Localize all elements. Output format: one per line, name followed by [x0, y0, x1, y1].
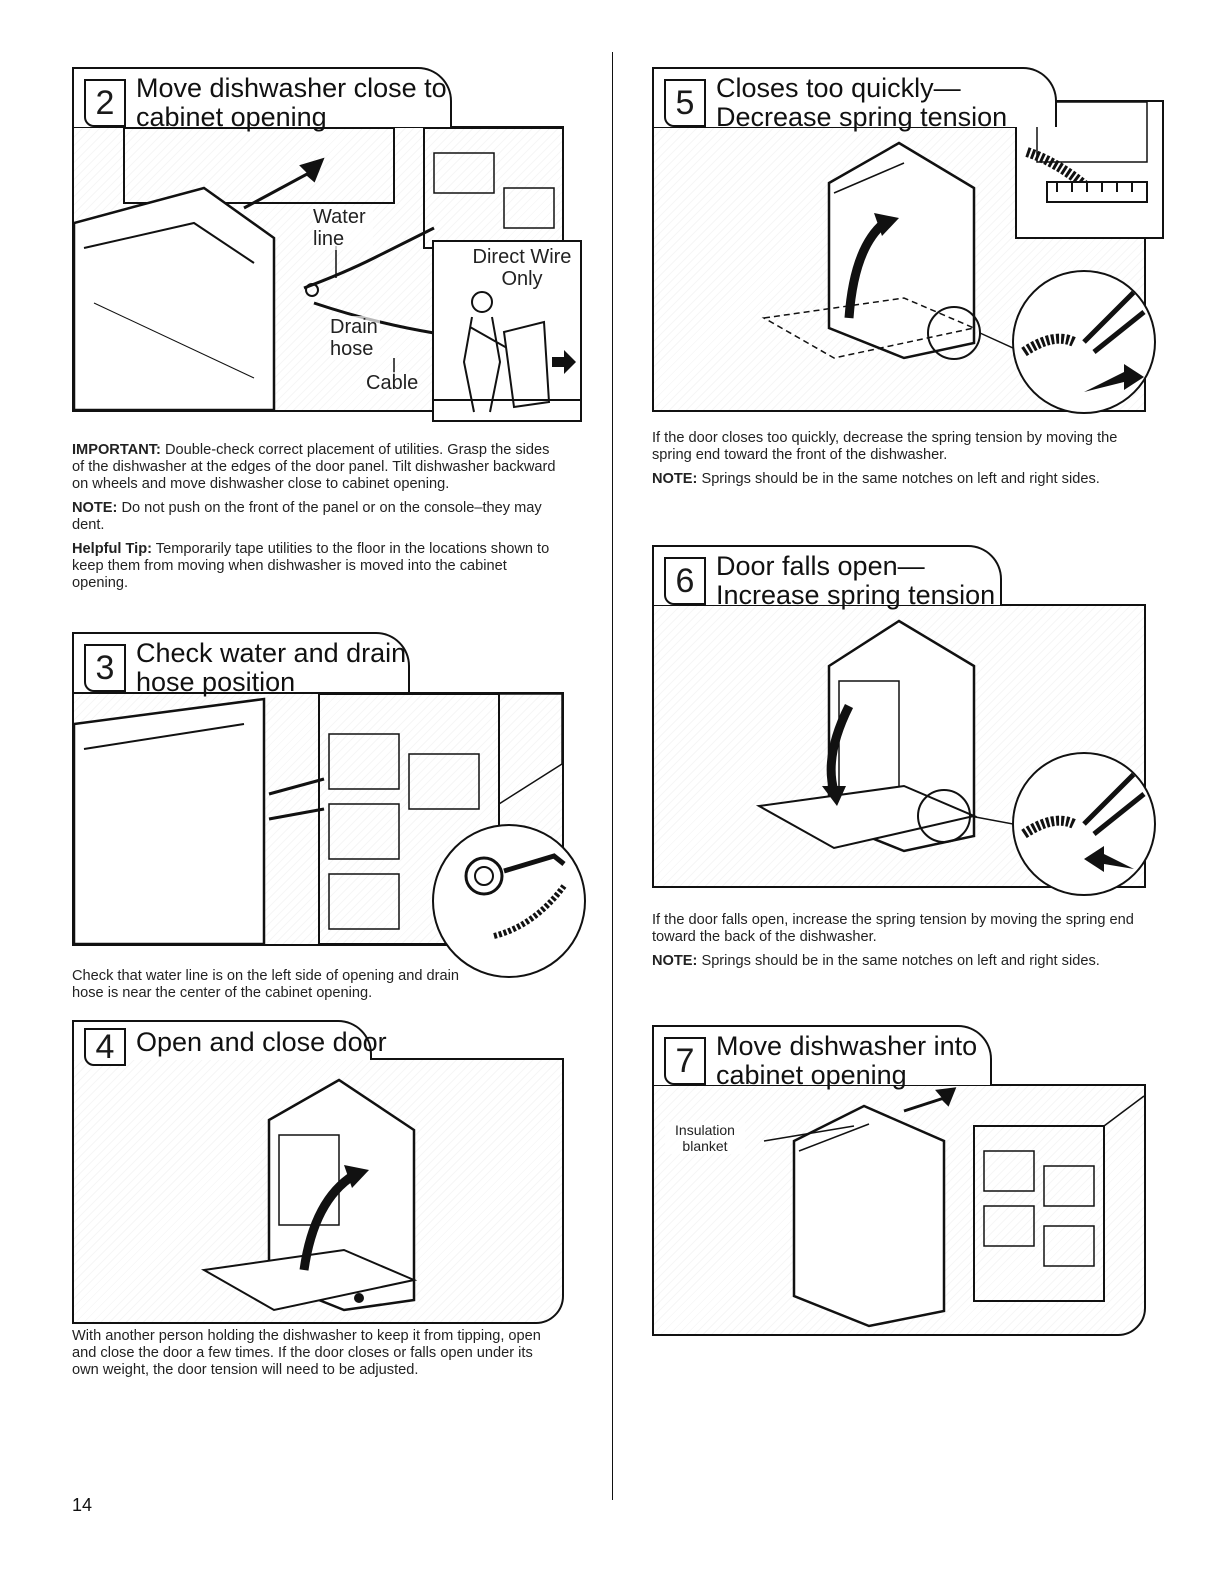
step2-text: IMPORTANT: Double-check correct placemen…	[72, 442, 562, 599]
step5-title-line2: Decrease spring tension	[716, 102, 1008, 132]
water-line-label: Water line	[313, 206, 373, 250]
step2-title-line1: Move dishwasher close to	[136, 73, 447, 103]
step2-note: NOTE: Do not push on the front of the pa…	[72, 500, 562, 534]
step3-illustration	[72, 692, 564, 946]
step2-important: IMPORTANT: Double-check correct placemen…	[72, 442, 562, 493]
step6-illustration	[652, 604, 1146, 888]
step5-drawing	[761, 141, 1025, 360]
step3-number: 3	[84, 644, 126, 692]
step4-illustration	[72, 1058, 564, 1324]
step5-number: 5	[664, 79, 706, 127]
step3-title: 3 Check water and drain hose position	[72, 632, 410, 697]
step5-spring-zoom	[1012, 270, 1156, 414]
step3-hose-zoom	[432, 824, 586, 978]
direct-wire-label: Direct Wire Only	[470, 246, 574, 290]
note-text: Do not push on the front of the panel or…	[72, 500, 542, 533]
spring-pliers-drawing-2	[1021, 772, 1146, 872]
step5-note-label: NOTE:	[652, 471, 698, 487]
step4-title: 4 Open and close door	[72, 1020, 387, 1066]
step6-text: If the door falls open, increase the spr…	[652, 912, 1142, 977]
step4-title-line1: Open and close door	[136, 1027, 387, 1057]
step5-title-line1: Closes too quickly—	[716, 73, 961, 103]
tip-text: Temporarily tape utilities to the floor …	[72, 541, 550, 591]
step6-spring-zoom	[1012, 752, 1156, 896]
step6-title: 6 Door falls open— Increase spring tensi…	[652, 545, 1002, 610]
step3-title-line2: hose position	[136, 667, 296, 697]
step6-drawing	[755, 619, 1025, 853]
step7-title-line1: Move dishwasher into	[716, 1031, 978, 1061]
step3-title-line1: Check water and drain	[136, 638, 407, 668]
spring-notch-drawing	[1025, 101, 1148, 203]
step2-drawing	[74, 128, 562, 410]
step3-drawing	[74, 694, 562, 944]
step6-title-line2: Increase spring tension	[716, 580, 996, 610]
step7-drawing	[763, 1087, 1144, 1328]
technician-drawing	[434, 291, 580, 413]
step6-note-label: NOTE:	[652, 953, 698, 969]
step4-text: With another person holding the dishwash…	[72, 1328, 541, 1378]
step6-number: 6	[664, 557, 706, 605]
column-divider	[612, 52, 613, 1500]
step5-paragraph: If the door closes too quickly, decrease…	[652, 430, 1118, 463]
step7-title: 7 Move dishwasher into cabinet opening	[652, 1025, 992, 1090]
step7-number: 7	[664, 1037, 706, 1085]
step2-title-line2: cabinet opening	[136, 102, 327, 132]
insulation-label: Insulation blanket	[665, 1122, 745, 1154]
step3-text: Check that water line is on the left sid…	[72, 968, 459, 1001]
step7-title-line2: cabinet opening	[716, 1060, 907, 1090]
step6-paragraph: If the door falls open, increase the spr…	[652, 912, 1134, 945]
spring-pliers-drawing	[1021, 290, 1146, 392]
step4-number: 4	[84, 1028, 126, 1066]
step5-text: If the door closes too quickly, decrease…	[652, 430, 1142, 495]
page-number: 14	[72, 1495, 93, 1515]
step6-note-text: Springs should be in the same notches on…	[697, 953, 1100, 969]
step5-note: NOTE: Springs should be in the same notc…	[652, 471, 1142, 488]
note-label: NOTE:	[72, 500, 118, 516]
step7-illustration	[652, 1084, 1146, 1336]
step6-title-line1: Door falls open—	[716, 551, 925, 581]
step5-title: 5 Closes too quickly— Decrease spring te…	[652, 67, 1057, 132]
important-label: IMPORTANT:	[72, 442, 161, 458]
step6-note: NOTE: Springs should be in the same notc…	[652, 953, 1142, 970]
step2-number: 2	[84, 79, 126, 127]
step4-drawing	[200, 1078, 418, 1312]
tip-label: Helpful Tip:	[72, 541, 152, 557]
step5-note-text: Springs should be in the same notches on…	[697, 471, 1100, 487]
important-text: Double-check correct placement of utilit…	[72, 442, 556, 492]
step2-tip: Helpful Tip: Temporarily tape utilities …	[72, 541, 562, 592]
step2-title: 2 Move dishwasher close to cabinet openi…	[72, 67, 452, 132]
cable-label: Cable	[366, 372, 419, 394]
hose-fitting-drawing	[464, 853, 567, 939]
drain-hose-label: Drain hose	[330, 316, 380, 360]
